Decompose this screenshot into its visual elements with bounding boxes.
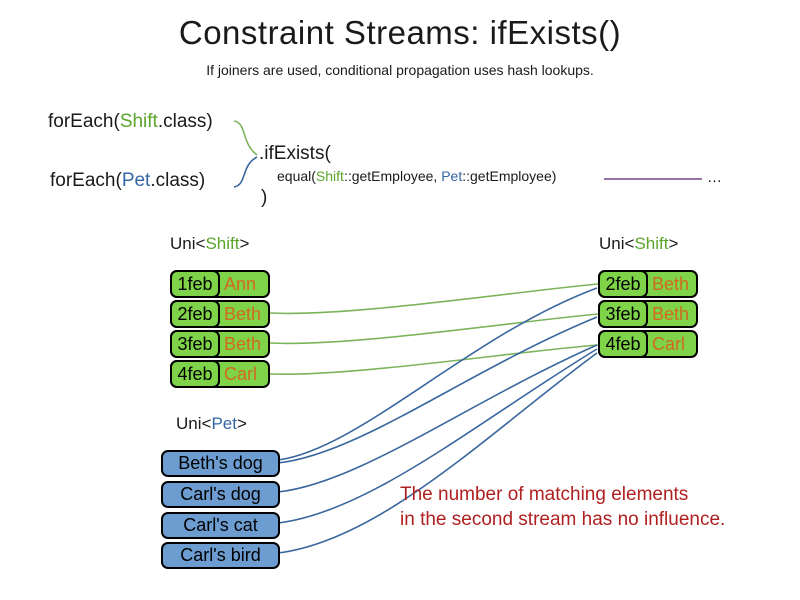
label-text: > [668, 234, 679, 253]
page-title: Constraint Streams: ifExists() [178, 14, 622, 51]
shift-row-left-3feb: 3feb Beth [170, 330, 270, 358]
code-foreach-shift: forEach(Shift.class) [48, 111, 213, 133]
code-text: equal( [277, 168, 316, 184]
code-shift-class: Shift [119, 111, 158, 132]
shift-date: 3feb [170, 330, 220, 358]
label-type: Shift [205, 234, 240, 253]
shift-employee: Ann [224, 273, 257, 294]
note-line-1: The number of matching elements [400, 484, 689, 505]
shift-row-left-1feb: 1feb Ann [170, 270, 270, 298]
connector-line-beths-dog-3feb [277, 316, 598, 464]
shift-date: 4feb [170, 360, 220, 388]
code-ifexists: .ifExists( [259, 143, 331, 164]
label-text: Uni< [599, 234, 635, 253]
code-ellipsis: … [707, 169, 724, 186]
label-type: Shift [634, 234, 669, 253]
brace-top-curve [233, 120, 258, 156]
code-pet-class: Pet [121, 170, 151, 191]
shift-employee: Carl [652, 333, 686, 354]
code-pet-ref: Pet [441, 168, 463, 184]
shift-row-right-3feb: 3feb Beth [598, 300, 698, 328]
connector-line-carls-dog-4feb [277, 344, 598, 493]
uni-shift-left-label: Uni<Shift> [170, 234, 249, 254]
shift-employee: Carl [224, 363, 258, 384]
connector-line-carls-bird-4feb [277, 352, 598, 554]
shift-date: 3feb [598, 300, 648, 328]
code-close-paren: ) [261, 187, 268, 208]
shift-employee: Beth [652, 273, 690, 294]
shift-employee: Beth [224, 333, 262, 354]
connector-line-carls-cat-4feb [277, 348, 598, 524]
code-text: forEach( [48, 111, 120, 132]
pet-item-carls-bird: Carl's bird [161, 542, 280, 569]
label-text: > [239, 234, 250, 253]
label-text: Uni< [176, 414, 212, 433]
shift-date: 2feb [598, 270, 648, 298]
shift-row-right-2feb: 2feb Beth [598, 270, 698, 298]
code-text: .class) [157, 111, 213, 132]
shift-date: 4feb [598, 330, 648, 358]
code-text: ::getEmployee) [462, 168, 557, 184]
code-text: forEach( [50, 170, 122, 191]
note-line-2: in the second stream has no influence. [400, 509, 726, 530]
connector-line-3feb [269, 313, 599, 345]
connector-line-2feb [269, 283, 599, 315]
pet-item-carls-cat: Carl's cat [161, 512, 280, 539]
pet-item-beths-dog: Beth's dog [161, 450, 280, 477]
shift-employee: Beth [652, 303, 690, 324]
code-text: ::getEmployee, [343, 168, 442, 184]
code-shift-ref: Shift [315, 168, 344, 184]
label-text: > [236, 414, 247, 433]
pet-item-carls-dog: Carl's dog [161, 481, 280, 508]
label-type: Pet [211, 414, 237, 433]
shift-employee: Beth [224, 303, 262, 324]
connector-line-beths-dog-2feb [277, 287, 598, 461]
code-equal-joiner: equal(Shift::getEmployee, Pet::getEmploy… [277, 168, 556, 184]
uni-pet-label: Uni<Pet> [176, 414, 247, 434]
uni-shift-right-label: Uni<Shift> [599, 234, 678, 254]
brace-bottom-curve [233, 156, 258, 188]
page-subtitle: If joiners are used, conditional propaga… [206, 62, 594, 78]
shift-date: 1feb [170, 270, 220, 298]
label-text: Uni< [170, 234, 206, 253]
code-foreach-pet: forEach(Pet.class) [50, 170, 205, 192]
shift-date: 2feb [170, 300, 220, 328]
shift-row-left-4feb: 4feb Carl [170, 360, 270, 388]
shift-row-left-2feb: 2feb Beth [170, 300, 270, 328]
connector-line-4feb [269, 344, 599, 376]
code-text: .class) [150, 170, 206, 191]
shift-row-right-4feb: 4feb Carl [598, 330, 698, 358]
